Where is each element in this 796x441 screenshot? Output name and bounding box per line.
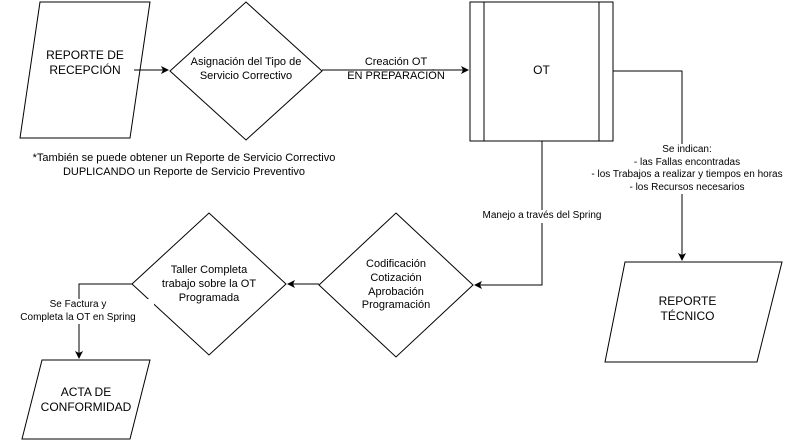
creacion-ot-edge-label: Creación OT EN PREPARACIÓN: [336, 56, 456, 84]
creacion-ot-line-1: Creación OT: [364, 56, 428, 68]
edge-ot-to-reporte-tecnico: [613, 70, 686, 261]
taller-decision-shape: [131, 212, 287, 356]
manejo-spring-edge-label: Manejo a través del Spring: [474, 210, 610, 223]
acta-line-2: CONFORMIDAD: [40, 400, 132, 414]
creacion-ot-line-2: EN PREPARACIÓN: [347, 69, 445, 82]
reporte-recepcion-line-2: RECEPCIÓN: [49, 63, 121, 77]
footnote-line-1: *También se puede obtener un Reporte de …: [32, 152, 336, 164]
se-indican-line-4: - los Recursos necesarios: [629, 181, 745, 193]
acta-shape: [21, 359, 151, 440]
codificacion-line-3: Aprobación: [368, 285, 424, 298]
acta-label: ACTA DE CONFORMIDAD: [22, 385, 150, 415]
taller-line-3: Programada: [178, 291, 240, 304]
asignacion-line-2: Servicio Correctivo: [199, 69, 293, 82]
reporte-recepcion-label: REPORTE DE RECEPCIÓN: [20, 48, 150, 78]
reporte-tecnico-line-2: TÉCNICO: [660, 309, 715, 323]
acta-line-1: ACTA DE: [60, 385, 112, 399]
codificacion-line-1: Codificación: [366, 258, 426, 270]
se-factura-edge-label: Se Factura y Completa la OT en Spring: [2, 299, 154, 324]
taller-line-2: trabajo sobre la OT: [161, 277, 257, 290]
codificacion-label: Codificación Cotización Aprobación Progr…: [330, 258, 462, 313]
reporte-recepcion-shape: [19, 1, 151, 139]
reporte-recepcion-line-1: REPORTE DE: [46, 48, 124, 62]
codificacion-line-2: Cotización: [370, 271, 422, 284]
codificacion-decision-shape: [318, 212, 474, 358]
footnote-text: *También se puede obtener un Reporte de …: [14, 152, 354, 180]
se-indican-line-3: - los Trabajos a realizar y tiempos en h…: [591, 169, 783, 180]
footnote-line-2: DUPLICANDO un Reporte de Servicio Preven…: [62, 165, 306, 178]
edge-ot-to-codificacion: [474, 141, 543, 289]
taller-label: Taller Completa trabajo sobre la OT Prog…: [140, 264, 278, 305]
reporte-tecnico-shape: [604, 261, 783, 363]
codificacion-line-4: Programación: [361, 299, 431, 312]
se-factura-line-1: Se Factura y: [49, 299, 107, 310]
reporte-tecnico-line-1: REPORTE: [658, 294, 717, 308]
asignacion-decision-shape: [169, 1, 323, 141]
se-factura-line-2: Completa la OT en Spring: [20, 311, 136, 323]
ot-label: OT: [533, 63, 550, 77]
se-indican-line-1: Se indican:: [662, 144, 712, 155]
taller-line-1: Taller Completa: [170, 264, 248, 276]
reporte-tecnico-label: REPORTE TÉCNICO: [605, 294, 770, 324]
se-indican-edge-label: Se indican: - las Fallas encontradas - l…: [580, 144, 794, 194]
asignacion-label: Asignación del Tipo de Servicio Correcti…: [166, 56, 326, 84]
ot-process-shape: [469, 1, 614, 142]
se-indican-line-2: - las Fallas encontradas: [633, 156, 741, 168]
edge-taller-to-acta: [75, 283, 132, 359]
asignacion-line-1: Asignación del Tipo de: [190, 56, 302, 68]
